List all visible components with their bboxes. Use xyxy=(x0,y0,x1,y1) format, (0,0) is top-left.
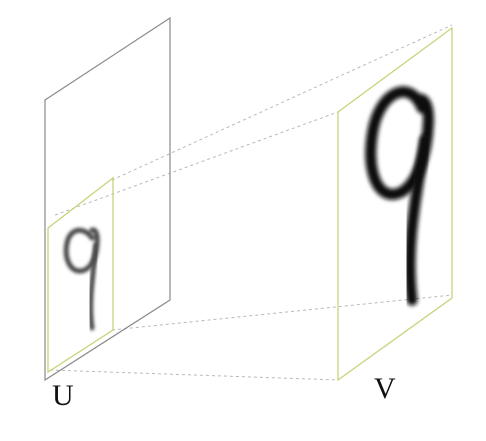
sampling-region xyxy=(47,176,114,374)
projection-lines xyxy=(49,24,453,381)
projection-line-bottom-right xyxy=(111,294,453,331)
output-digit-nine-icon xyxy=(365,86,434,306)
projection-line-top-right xyxy=(111,24,453,181)
label-v: V xyxy=(374,372,396,405)
projection-line-bottom-left xyxy=(49,369,339,381)
input-digit-nine-icon xyxy=(63,227,100,331)
output-plane-v xyxy=(337,26,453,382)
label-u: U xyxy=(52,379,74,412)
projection-line-top-left xyxy=(54,111,339,216)
input-plane-u xyxy=(44,16,171,382)
